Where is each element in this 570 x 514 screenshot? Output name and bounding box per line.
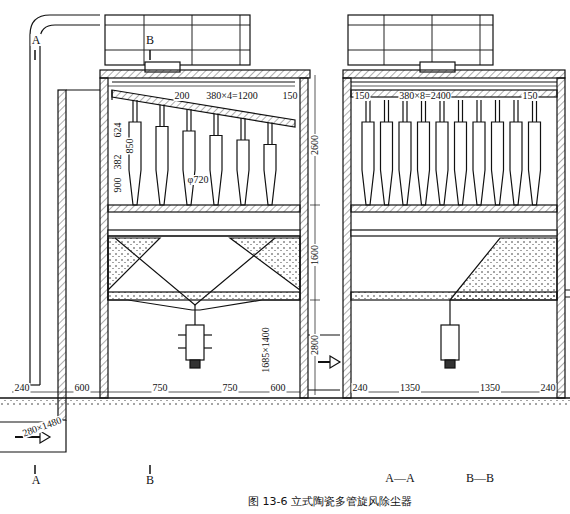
dimension-label: 900	[113, 177, 123, 194]
section-mark: A	[31, 34, 42, 46]
ceramic-cyclone-tube	[399, 100, 411, 205]
dimension-label: 380×4=1200	[205, 91, 258, 101]
ceramic-cyclone-tube	[381, 100, 393, 205]
dimension-label: 150	[522, 91, 539, 101]
dimension-label: 240	[540, 383, 557, 393]
dimension-label: 240	[352, 383, 369, 393]
dimension-label: 850	[125, 138, 135, 155]
section-mark: A—A	[384, 472, 415, 484]
ceramic-cyclone-tube	[492, 100, 504, 205]
section-mark: B	[145, 34, 155, 46]
dimension-label: 1600	[310, 244, 320, 266]
dimension-label: 600	[270, 383, 287, 393]
dimension-label: φ720	[187, 175, 210, 185]
ceramic-cyclone-tube	[510, 100, 522, 205]
dimension-label: 240	[14, 383, 31, 393]
figure-caption: 图 13-6 立式陶瓷多管旋风除尘器	[248, 494, 412, 509]
section-mark: B—B	[465, 472, 495, 484]
dimension-label: 600	[74, 383, 91, 393]
dimension-label: 2800	[310, 334, 320, 356]
section-mark: B	[145, 474, 155, 486]
dimension-label: 1350	[399, 383, 421, 393]
ceramic-cyclone-tube	[473, 100, 485, 205]
dimension-label: 750	[222, 383, 239, 393]
ceramic-cyclone-tube	[264, 123, 276, 206]
ceramic-cyclone-tube	[210, 114, 222, 206]
dimension-label: 150	[282, 91, 299, 101]
dimension-label: 750	[152, 383, 169, 393]
ceramic-cyclone-tube	[436, 100, 448, 205]
dimension-label: 1685×1400	[261, 326, 271, 374]
ceramic-cyclone-tube	[183, 109, 195, 205]
dimension-label: 380×8=2400	[398, 91, 451, 101]
ceramic-cyclone-tube	[362, 100, 374, 205]
ceramic-cyclone-tube	[529, 100, 541, 205]
dimension-label: 2600	[310, 134, 320, 156]
ceramic-cyclone-tube	[455, 100, 467, 205]
dimension-label: 200	[174, 91, 191, 101]
ceramic-cyclone-tube	[237, 118, 249, 205]
dimension-label: 382	[113, 154, 123, 171]
ceramic-cyclone-tube	[156, 105, 168, 206]
dimension-label: 1350	[479, 383, 501, 393]
dimension-label: 624	[113, 122, 123, 139]
section-mark: A	[31, 474, 42, 486]
ceramic-cyclone-tube	[418, 100, 430, 205]
dimension-label: 150	[354, 91, 371, 101]
